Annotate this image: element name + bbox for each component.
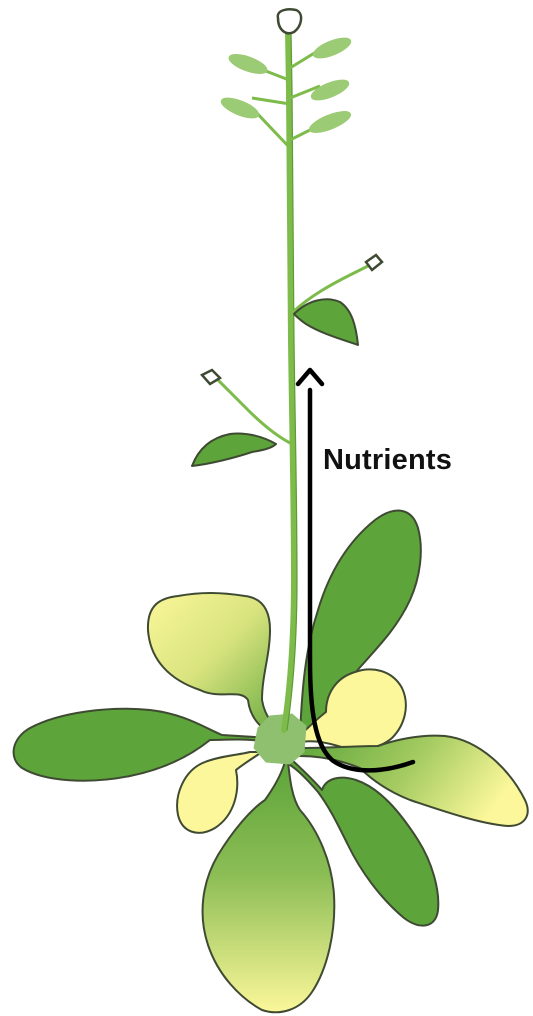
side-bud-left: [202, 370, 220, 384]
nutrients-label: Nutrients: [323, 444, 452, 477]
side-bud-right: [366, 255, 382, 270]
nutrient-flow-arrowhead-icon: [298, 370, 322, 384]
top-flower-bud: [278, 9, 301, 33]
cauline-leaf-left: [192, 433, 276, 466]
cauline-leaf-right: [294, 299, 358, 345]
